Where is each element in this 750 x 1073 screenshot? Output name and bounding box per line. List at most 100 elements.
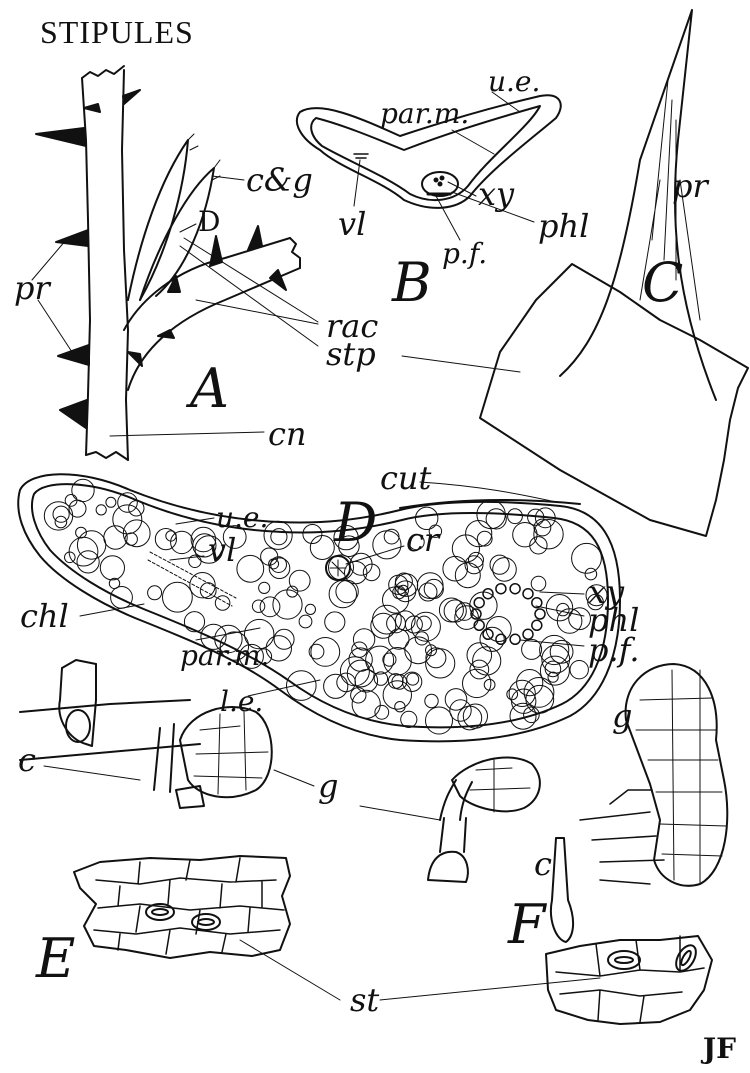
parenchyma-cell xyxy=(53,506,69,522)
parenchyma-cell xyxy=(349,648,372,671)
prickle-3 xyxy=(58,345,89,365)
parenchyma-cell xyxy=(215,596,230,611)
parenchyma-cell xyxy=(463,669,491,697)
label-a-D: D xyxy=(198,208,220,236)
rachis-prickle-3 xyxy=(248,226,262,250)
label-d-parm: par.m. xyxy=(180,642,269,670)
gland-3-cells xyxy=(636,670,726,884)
label-b-xy: xy xyxy=(478,178,514,210)
hair-base-cell xyxy=(176,786,204,808)
figure-f-drawing xyxy=(380,936,712,1024)
gland-1-cells xyxy=(194,712,268,794)
leader-g-g2 xyxy=(360,806,440,820)
vascular-cell xyxy=(483,589,493,599)
label-c-pr: pr xyxy=(672,170,708,202)
parenchyma-cell xyxy=(477,531,492,546)
section-d-inner xyxy=(32,484,608,727)
label-a-cg: c&g xyxy=(246,164,313,196)
leader-g-g1 xyxy=(274,770,314,786)
parenchyma-cell xyxy=(384,648,412,676)
parenchyma-cell xyxy=(531,576,546,591)
parenchyma-cell xyxy=(508,509,523,524)
figure-label-e: E xyxy=(36,932,75,986)
parenchyma-cell xyxy=(329,580,356,607)
prickle-4 xyxy=(60,400,87,428)
parenchyma-cell xyxy=(526,685,554,713)
prickle-5 xyxy=(123,90,140,104)
stoma-e1-pore xyxy=(152,909,168,915)
parenchyma-cell xyxy=(111,587,133,609)
xylem-3 xyxy=(439,183,442,186)
parenchyma-cell xyxy=(351,688,366,703)
leader-D xyxy=(180,224,196,232)
rachis-break xyxy=(290,238,300,268)
label-a-pr: pr xyxy=(14,272,50,304)
figure-a-drawing xyxy=(32,66,318,460)
parenchyma-cell xyxy=(324,674,348,698)
stoma-f1 xyxy=(608,951,640,969)
gland-2-cells xyxy=(470,760,530,812)
prickle-outline xyxy=(560,10,716,400)
parenchyma-cell xyxy=(347,660,374,687)
label-b-phl: phl xyxy=(538,210,589,242)
leader-stp xyxy=(180,246,318,346)
parenchyma-cell xyxy=(269,558,290,579)
leader-pr-2 xyxy=(38,300,72,352)
parenchyma-cell xyxy=(395,702,405,712)
parenchyma-cell xyxy=(260,597,280,617)
label-d-pf: p.f. xyxy=(588,634,640,666)
leader-g-c xyxy=(44,766,140,780)
label-d-ue: u.e. xyxy=(216,504,268,532)
rachis-prickle-6 xyxy=(270,270,286,290)
gland-2-connector xyxy=(440,818,466,852)
label-b-ue: u.e. xyxy=(488,68,540,96)
parenchyma-cell xyxy=(259,582,270,593)
label-g-c: c xyxy=(18,744,36,776)
stoma-e2 xyxy=(192,914,220,930)
label-a-stp: stp xyxy=(326,338,376,370)
parenchyma-cell xyxy=(572,543,602,573)
parenchyma-cell xyxy=(274,629,294,649)
rachis-prickle-2 xyxy=(210,236,222,266)
parenchyma-cell xyxy=(383,681,411,709)
figure-c-drawing xyxy=(402,10,748,536)
figure-label-d: D xyxy=(334,496,377,550)
parenchyma-cell xyxy=(113,505,142,534)
parenchyma-cell xyxy=(493,558,517,582)
parenchyma-cell xyxy=(375,705,389,719)
parenchyma-cell xyxy=(401,711,417,727)
label-b-pf: p.f. xyxy=(442,240,487,268)
label-b-vl: vl xyxy=(338,208,366,240)
parenchyma-cell xyxy=(353,629,374,650)
parenchyma-cell xyxy=(371,613,396,638)
leader-b-parm xyxy=(452,130,494,154)
label-b-parm: par.m. xyxy=(380,100,469,128)
parenchyma-cell xyxy=(100,556,124,580)
parenchyma-cell xyxy=(522,639,542,659)
parenchyma-cell xyxy=(69,500,86,517)
parenchyma-cell xyxy=(299,615,312,628)
leader-f-st xyxy=(380,978,600,1000)
stoma-f1-pore xyxy=(615,957,633,963)
vascular-cell xyxy=(523,629,533,639)
hair-3 xyxy=(551,838,573,942)
parenchyma-cell xyxy=(570,661,588,679)
stoma-e2-pore xyxy=(198,919,214,925)
vascular-cell xyxy=(532,620,542,630)
label-a-cn: cn xyxy=(268,418,307,450)
parenchyma-cell xyxy=(287,671,317,701)
parenchyma-cell xyxy=(405,637,432,664)
parenchyma-cell xyxy=(325,612,345,632)
figure-label-c: C xyxy=(642,256,683,310)
stipule-hairs xyxy=(188,134,220,180)
leader-b-pf xyxy=(436,196,460,240)
leader-cut xyxy=(420,482,556,502)
parenchyma-cell xyxy=(305,604,315,614)
parenchyma-cell xyxy=(452,535,479,562)
parenchyma-cell xyxy=(310,536,334,560)
vascular-cell xyxy=(474,598,484,608)
xylem-1 xyxy=(435,179,438,182)
vascular-cell xyxy=(496,584,506,594)
label-g-g2: g xyxy=(612,700,632,732)
